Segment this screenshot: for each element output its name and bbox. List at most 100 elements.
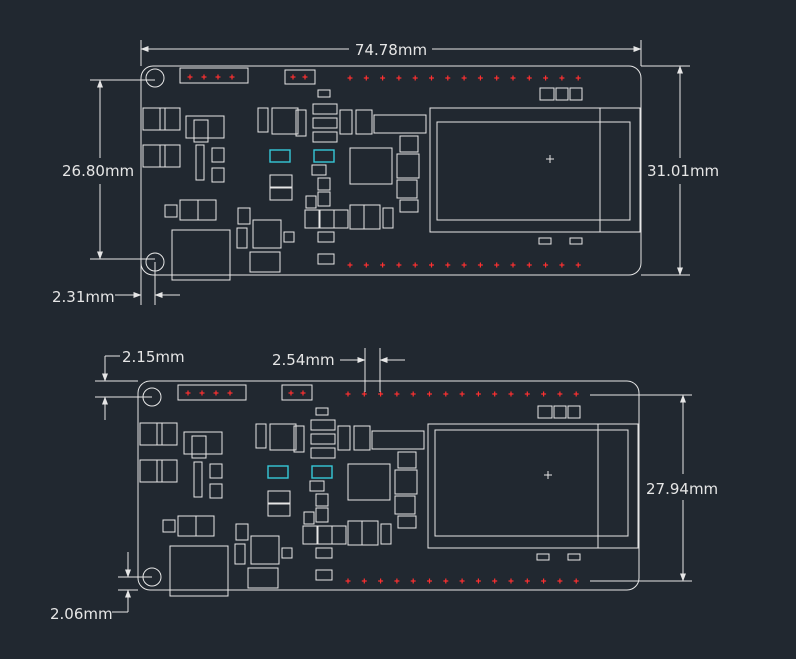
smd-component <box>236 227 248 249</box>
header-pad <box>526 75 532 81</box>
display-area <box>436 121 631 221</box>
pin-header <box>284 69 316 85</box>
header-pad <box>290 74 296 80</box>
smd-component <box>159 144 181 168</box>
header-pad <box>494 262 500 268</box>
smd-component <box>234 543 246 565</box>
mcu-chip <box>347 463 391 501</box>
smd-component <box>312 117 338 129</box>
smd-component <box>185 115 225 139</box>
smd-component <box>539 87 555 101</box>
smd-component <box>310 433 336 445</box>
smd-component <box>162 519 176 533</box>
smd-component <box>159 107 181 131</box>
header-pad <box>429 262 434 268</box>
header-pad <box>380 75 386 81</box>
header-pad <box>412 262 418 268</box>
smd-component <box>302 525 318 545</box>
smd-component <box>156 422 178 446</box>
smd-component <box>142 144 166 168</box>
smd-component <box>211 147 225 163</box>
usb-connector <box>169 545 229 597</box>
display-module <box>427 423 639 549</box>
header-pad <box>345 578 351 584</box>
header-pad <box>427 391 432 397</box>
header-pad <box>459 578 465 584</box>
header-pad <box>461 75 467 81</box>
smd-component <box>331 525 347 545</box>
smd-component <box>399 199 419 213</box>
header-pad <box>492 578 498 584</box>
smd-component <box>139 422 163 446</box>
smd-component <box>310 447 336 459</box>
smd-component <box>257 107 269 133</box>
header-pad <box>378 391 384 397</box>
header-pad <box>378 578 384 584</box>
smd-component <box>355 109 373 135</box>
header-pad <box>492 391 498 397</box>
smd-component <box>267 503 291 517</box>
header-pad <box>427 578 432 584</box>
header-pad <box>559 75 565 81</box>
header-pad <box>508 391 514 397</box>
header-pad <box>410 578 416 584</box>
header-pad <box>410 391 416 397</box>
smd-component <box>295 109 307 137</box>
header-pad <box>508 578 514 584</box>
header-pad <box>347 75 353 81</box>
smd-component <box>537 405 553 419</box>
header-pad <box>541 391 547 397</box>
smd-component <box>177 515 197 537</box>
header-pad <box>396 75 402 81</box>
header-pad <box>361 391 367 397</box>
smd-component <box>197 199 217 221</box>
header-pad <box>363 75 369 81</box>
smd-component <box>553 405 567 419</box>
regulator <box>269 423 297 451</box>
smd-component <box>156 459 178 483</box>
pin-header <box>177 384 247 401</box>
header-pad <box>380 262 386 268</box>
small-part <box>315 407 329 416</box>
smd-component <box>380 523 392 545</box>
header-pad <box>477 262 483 268</box>
header-pad <box>300 390 306 396</box>
smd-component <box>267 490 291 504</box>
smd-component <box>396 179 418 199</box>
header-pad <box>347 262 353 268</box>
smd-component <box>396 153 420 179</box>
header-pad <box>445 75 451 81</box>
highlight-component <box>313 149 335 163</box>
header-pad <box>524 578 530 584</box>
smd-component <box>315 507 329 523</box>
smd-component <box>283 231 295 243</box>
header-pad <box>185 390 191 396</box>
smd-component <box>312 131 338 143</box>
smd-component <box>281 547 293 559</box>
smd-component <box>397 515 417 529</box>
board-top-view <box>140 65 642 281</box>
mounting-hole <box>145 68 165 88</box>
smd-component <box>139 459 163 483</box>
dimensions-bottom <box>95 348 692 613</box>
smd-component <box>315 493 329 507</box>
smd-component <box>309 480 325 492</box>
header-pad <box>443 391 449 397</box>
display-pad <box>567 553 581 561</box>
board-bottom-view <box>137 380 640 597</box>
header-pad <box>361 578 367 584</box>
smd-component <box>382 207 394 229</box>
header-pad <box>459 391 465 397</box>
ic-chip <box>252 219 282 249</box>
highlighted-components-top <box>269 149 335 163</box>
smd-component <box>249 251 281 273</box>
header-pad <box>557 578 563 584</box>
dimension-labels-bottom: 2.15mm 2.54mm 27.94mm 2.06mm <box>50 348 718 623</box>
smd-component <box>319 209 335 229</box>
pads-bottom <box>185 390 579 584</box>
smd-component <box>394 469 418 495</box>
header-pad <box>557 391 563 397</box>
smd-component <box>269 187 293 201</box>
smd-component <box>399 135 419 153</box>
